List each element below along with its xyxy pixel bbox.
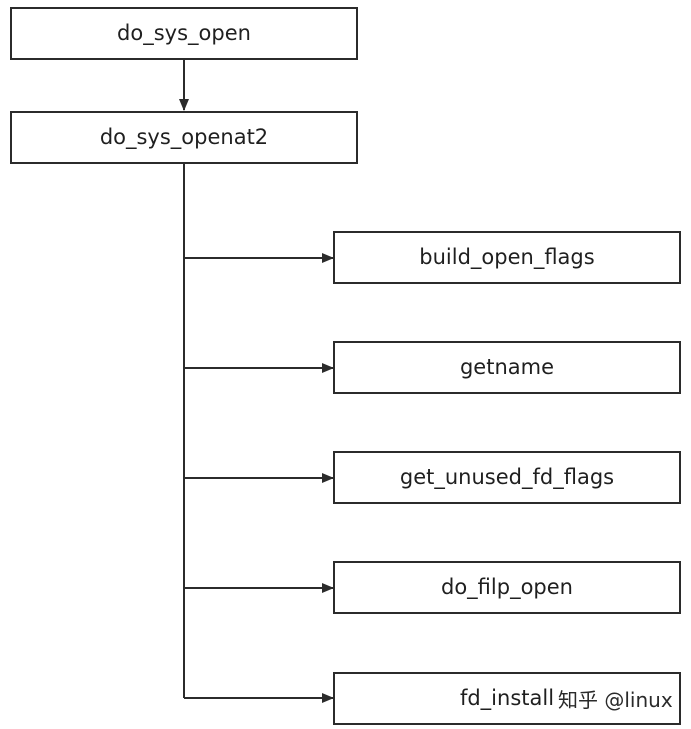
node-get-unused-fd-flags: get_unused_fd_flags bbox=[333, 451, 681, 504]
node-do-sys-open-label: do_sys_open bbox=[117, 21, 251, 46]
node-fd-install: fd_install bbox=[333, 672, 681, 725]
node-getname: getname bbox=[333, 341, 681, 394]
node-build-open-flags: build_open_flags bbox=[333, 231, 681, 284]
node-do-filp-open-label: do_filp_open bbox=[441, 575, 573, 600]
node-do-filp-open: do_filp_open bbox=[333, 561, 681, 614]
node-getname-label: getname bbox=[460, 355, 554, 379]
node-do-sys-open: do_sys_open bbox=[10, 7, 358, 60]
node-do-sys-openat2: do_sys_openat2 bbox=[10, 111, 358, 164]
node-fd-install-label: fd_install bbox=[460, 686, 554, 711]
node-do-sys-openat2-label: do_sys_openat2 bbox=[100, 125, 268, 150]
node-build-open-flags-label: build_open_flags bbox=[419, 245, 594, 270]
node-get-unused-fd-flags-label: get_unused_fd_flags bbox=[400, 465, 614, 490]
watermark: 知乎 @linux bbox=[558, 688, 673, 712]
